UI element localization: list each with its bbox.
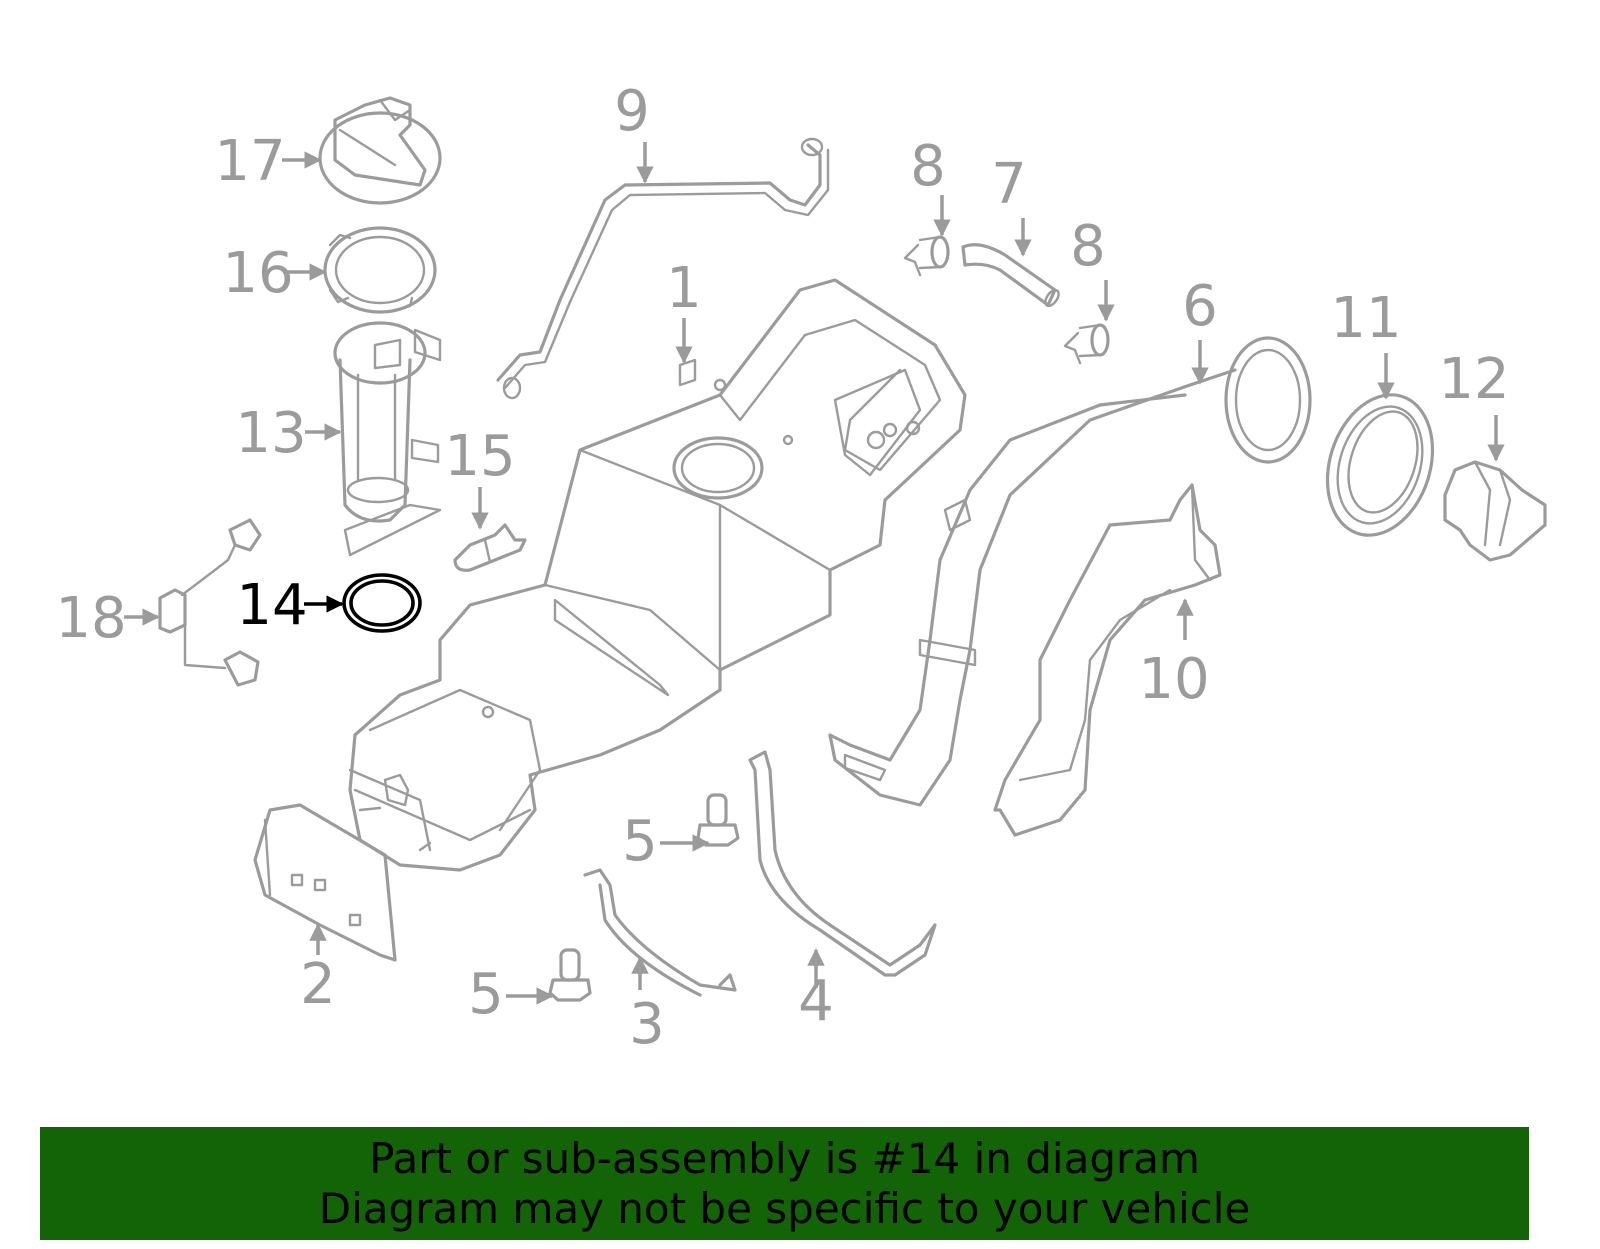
info-banner: Part or sub-assembly is #14 in diagram D…: [40, 1127, 1529, 1240]
part-1-fuel-tank: [348, 278, 967, 872]
callout-14-highlighted: 14: [236, 573, 307, 638]
callout-5-upper: 5: [622, 809, 658, 874]
callout-7: 7: [991, 152, 1027, 217]
callout-13: 13: [235, 401, 306, 466]
callout-8-left: 8: [910, 134, 946, 199]
part-5-bolt-lower: [548, 948, 592, 1002]
part-2-heat-shield: [253, 803, 397, 962]
part-15-valve: [453, 523, 527, 572]
part-6-filler-neck: [828, 336, 1312, 807]
callout-labels: 1 2 3 4 5 5 6 7 8 8 9 10 11 12 13 14 15 …: [55, 79, 1509, 1057]
callout-arrows: [124, 142, 1505, 1005]
callout-1: 1: [666, 256, 702, 321]
callout-11: 11: [1330, 286, 1401, 351]
callout-12: 12: [1438, 347, 1509, 412]
part-18-harness: [158, 518, 262, 687]
part-5-bolt-upper: [696, 793, 740, 847]
callout-17: 17: [214, 129, 285, 194]
part-17-cover: [318, 96, 442, 205]
callout-15: 15: [444, 424, 515, 489]
callout-4: 4: [798, 969, 834, 1034]
callout-9: 9: [614, 79, 650, 144]
part-4-strap: [748, 750, 937, 977]
part-12-fuel-cap: [1443, 460, 1547, 562]
callout-3: 3: [629, 992, 665, 1057]
callout-10: 10: [1138, 647, 1209, 712]
part-11-seal-ring: [1325, 393, 1435, 537]
part-8-clamp-left: [903, 235, 950, 277]
part-9-vent-tube: [496, 137, 830, 400]
callout-6: 6: [1182, 274, 1218, 339]
callout-18: 18: [55, 586, 126, 651]
part-16-lock-ring: [323, 226, 437, 314]
part-10-protector: [993, 483, 1222, 837]
banner-part-notice: Part or sub-assembly is #14 in diagram: [369, 1133, 1200, 1183]
callout-16: 16: [222, 241, 293, 306]
callout-2: 2: [300, 952, 336, 1017]
part-3-strap: [583, 868, 737, 997]
part-8-clamp-right: [1063, 323, 1110, 365]
callout-5-lower: 5: [468, 962, 504, 1027]
part-7-hose: [961, 243, 1060, 308]
part-14-o-ring: [342, 573, 422, 633]
callout-8-right: 8: [1070, 214, 1106, 279]
part-13-fuel-pump: [333, 321, 442, 557]
banner-disclaimer: Diagram may not be specific to your vehi…: [318, 1183, 1251, 1233]
